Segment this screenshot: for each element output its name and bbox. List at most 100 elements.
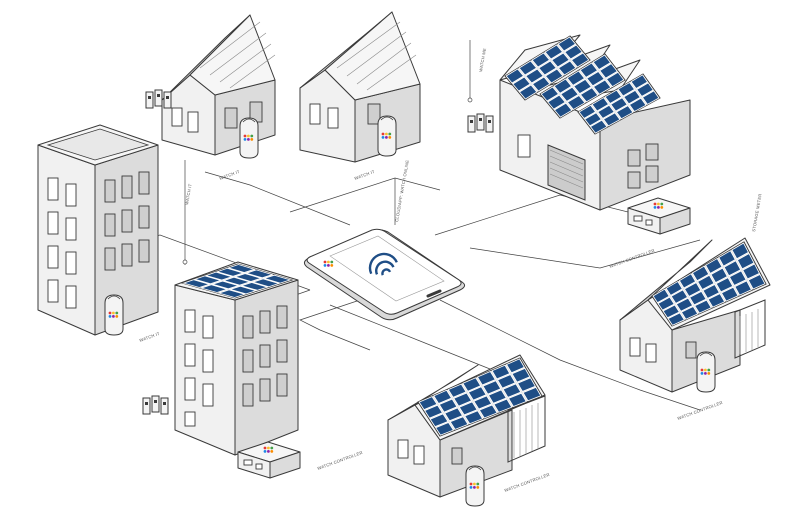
solar-cell — [694, 299, 712, 314]
solar-cell — [707, 293, 726, 308]
solar-cell — [229, 285, 258, 295]
solar-cell — [547, 94, 566, 110]
house-top-left — [161, 14, 276, 156]
solar-cell — [710, 267, 728, 284]
solar-cell — [678, 273, 697, 289]
solar-cell — [736, 253, 755, 270]
solar-cell — [564, 44, 583, 60]
solar-cell — [697, 274, 715, 291]
solar-cell — [473, 395, 493, 410]
label-office-tower: WATCH IT — [139, 331, 161, 343]
solar-cell — [263, 274, 292, 284]
solar-cell — [506, 358, 525, 374]
solar-cell — [222, 276, 251, 286]
solar-cell — [551, 52, 570, 68]
solar-cell — [449, 416, 469, 430]
solar-cell — [553, 102, 573, 118]
label-house-right-device: WATCH CONTROLLER — [677, 400, 724, 421]
solar-cell — [734, 280, 752, 296]
solar-cell — [584, 112, 602, 127]
solar-cell — [447, 383, 467, 398]
smartphone — [303, 228, 466, 321]
network-lines — [139, 40, 701, 411]
solar-cell — [689, 290, 707, 306]
solar-cell — [610, 97, 628, 112]
solar-cell — [742, 263, 760, 280]
solar-cell — [531, 52, 551, 68]
solar-cell — [579, 87, 599, 103]
solar-cell — [438, 398, 458, 413]
solar-cell — [557, 60, 577, 76]
solar-cell — [544, 68, 564, 84]
solar-cell — [424, 404, 443, 419]
label-factory-meter: WATCH ME — [478, 48, 487, 72]
label-house-bottom-device: WATCH CONTROLLER — [504, 472, 551, 493]
solar-cell — [615, 105, 634, 120]
solar-cell — [591, 97, 610, 112]
smart-plug-top-center — [378, 116, 396, 156]
solar-cell — [418, 396, 438, 411]
solar-cell — [573, 78, 592, 95]
solar-cell — [531, 76, 551, 92]
solar-cell — [502, 383, 522, 398]
solar-cell — [602, 112, 621, 127]
solar-cell — [433, 389, 452, 405]
solar-cell — [193, 275, 222, 285]
solar-cell — [512, 76, 531, 92]
solar-cell — [683, 282, 702, 297]
solar-cell — [604, 89, 623, 105]
solar-cell — [233, 273, 263, 282]
solar-cell — [182, 279, 211, 288]
solar-cell — [227, 264, 256, 273]
solar-cell — [525, 68, 544, 84]
solar-cell — [508, 392, 527, 407]
solar-cell — [200, 284, 229, 293]
label-mid-tower-module: WATCH CONTROLLER — [317, 450, 364, 471]
solar-cell — [630, 74, 649, 90]
solar-cell — [670, 289, 689, 304]
solar-cell — [592, 54, 612, 71]
solar-cell — [628, 97, 647, 113]
solar-cell — [599, 63, 618, 79]
solar-cell — [497, 374, 516, 389]
smart-device-house-right — [697, 352, 715, 392]
solar-cell — [578, 104, 597, 119]
solar-cell — [652, 288, 670, 304]
solar-cell — [435, 422, 455, 436]
solar-cell — [566, 70, 586, 86]
solar-cell — [553, 78, 573, 94]
solar-cell — [636, 82, 654, 97]
solar-cell — [204, 271, 234, 281]
solar-cell — [667, 312, 685, 326]
meter-cluster-mid-tower — [142, 395, 169, 415]
solar-cell — [467, 386, 487, 401]
solar-cell — [702, 283, 720, 299]
solar-cell — [482, 380, 502, 395]
solar-cell — [491, 364, 511, 380]
solar-cell — [715, 277, 734, 293]
house-top-center — [299, 11, 421, 163]
solar-cell — [517, 377, 536, 392]
solar-cell — [691, 265, 710, 282]
label-factory-module: WATCH CONTROLLER — [609, 248, 656, 269]
solar-cell — [560, 86, 579, 102]
label-house-right-top: STORAGE METER — [751, 193, 763, 232]
solar-cell — [579, 62, 599, 78]
solar-cell — [720, 286, 739, 302]
solar-cell — [251, 278, 281, 288]
solar-cell — [444, 407, 463, 422]
solar-cell — [476, 370, 496, 386]
solar-cell — [429, 413, 449, 428]
solar-cell — [731, 242, 749, 260]
solar-cell — [211, 280, 240, 290]
solar-cell — [597, 104, 615, 119]
solar-cell — [589, 119, 608, 134]
meter-cluster-factory — [467, 113, 494, 133]
solar-cell — [617, 81, 636, 97]
smart-device-house-bottom — [466, 466, 484, 506]
label-phone: CLOUD/APP: WATCH ONLINE — [394, 159, 410, 222]
smart-plug-top-left — [240, 118, 258, 158]
solar-cell — [522, 386, 542, 402]
solar-cell — [215, 267, 245, 277]
